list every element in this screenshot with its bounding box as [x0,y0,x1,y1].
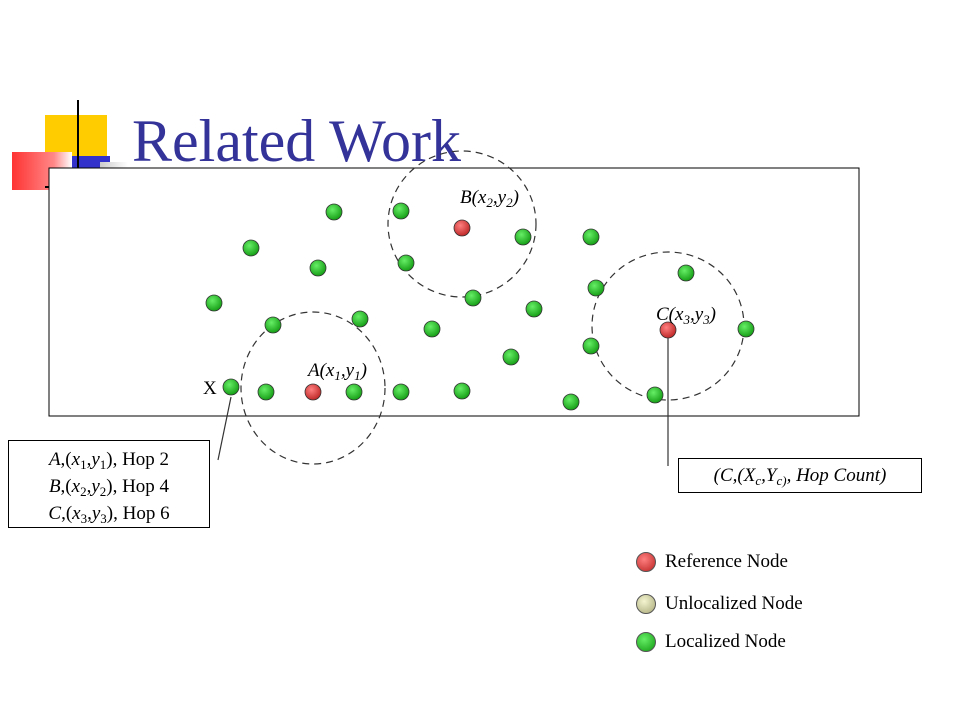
range-circle-a [240,311,386,465]
callout-lines [217,338,669,466]
localized-node [646,386,664,404]
reference-label-b: B(x2,y2) [460,187,519,210]
packet-format-box: (C,(Xc,Yc), Hop Count) [678,458,922,493]
localized-node [392,383,410,401]
node-labels: B(x2,y2) C(x3,y3) A(x1,y1) X [203,187,716,399]
localized-node [345,383,363,401]
localized-node [264,316,282,334]
localized-node [351,310,369,328]
reference-node-a [304,383,322,401]
range-circle-b [387,150,537,298]
legend-item-reference: Reference Node [636,551,788,573]
hop-table-row: B,(x2,y2), Hop 4 [48,476,170,499]
hop-table-connector [217,396,232,461]
legend-item-unlocalized: Unlocalized Node [636,593,803,615]
sensor-nodes [205,202,755,411]
unlocalized-node-icon [636,594,656,614]
reference-label-a: A(x1,y1) [306,360,367,383]
hop-table: A,(x1,y1), Hop 2 B,(x2,y2), Hop 4 C,(x3,y3… [8,440,210,528]
slide-title: Related Work [132,108,461,174]
localized-node [582,337,600,355]
localized-node [677,264,695,282]
legend-label-unlocalized: Unlocalized Node [665,593,803,614]
localized-node [423,320,441,338]
reference-node-c [659,321,677,339]
localized-node [737,320,755,338]
localized-node [257,383,275,401]
legend-label-localized: Localized Node [665,631,786,652]
localized-node-icon [636,632,656,652]
localized-node [453,382,471,400]
unknown-node-label: X [203,378,217,399]
localized-node [309,259,327,277]
legend-item-localized: Localized Node [636,631,786,653]
localized-node [525,300,543,318]
reference-label-c: C(x3,y3) [656,304,716,327]
localized-node [514,228,532,246]
localized-node [392,202,410,220]
localized-node [464,289,482,307]
reference-node-b [453,219,471,237]
legend-label-reference: Reference Node [665,551,788,572]
reference-node-icon [636,552,656,572]
unknown-node-x [222,378,240,396]
localized-node [562,393,580,411]
localized-node [587,279,605,297]
localized-node [242,239,260,257]
localized-node [205,294,223,312]
hop-table-row: C,(x3,y3), Hop 6 [48,503,170,526]
localized-node [582,228,600,246]
vertical-accent-line [77,100,79,218]
localized-node [397,254,415,272]
localized-node [502,348,520,366]
deployment-area [48,167,860,417]
hop-table-row: A,(x1,y1), Hop 2 [48,449,170,472]
localized-node [325,203,343,221]
